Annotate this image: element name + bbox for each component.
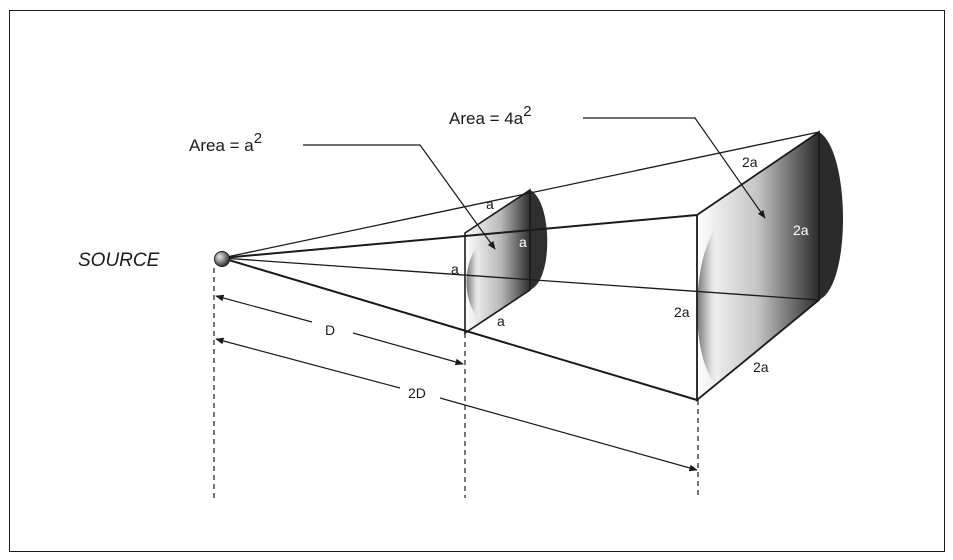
distance-2d-label: 2D (408, 385, 426, 401)
small-face-right-label: a (519, 234, 527, 250)
area-small-exponent: 2 (254, 130, 262, 147)
area-small-label: Area = a2 (189, 130, 262, 155)
area-leader-lines (303, 117, 766, 250)
area-small-prefix: Area = a (189, 136, 254, 155)
large-face-right-label: 2a (793, 222, 809, 238)
small-face-bottom-label: a (497, 313, 505, 329)
large-face-top-label: 2a (742, 154, 758, 170)
small-square-face (464, 188, 548, 335)
dashed-guides (213, 268, 699, 498)
distance-d-label: D (325, 322, 335, 338)
source-point (214, 251, 230, 267)
small-face-top-label: a (486, 196, 494, 212)
distance-2d-arrow (215, 337, 698, 472)
large-face-left-label: 2a (674, 304, 690, 320)
large-face-bottom-label: 2a (753, 359, 769, 375)
area-large-exponent: 2 (523, 103, 531, 120)
large-square-face (696, 130, 844, 402)
small-face-left-label: a (451, 261, 459, 277)
source-label: SOURCE (78, 250, 160, 271)
distance-d-arrow (215, 294, 464, 366)
area-large-label: Area = 4a2 (449, 103, 532, 128)
area-large-prefix: Area = 4a (449, 109, 524, 128)
